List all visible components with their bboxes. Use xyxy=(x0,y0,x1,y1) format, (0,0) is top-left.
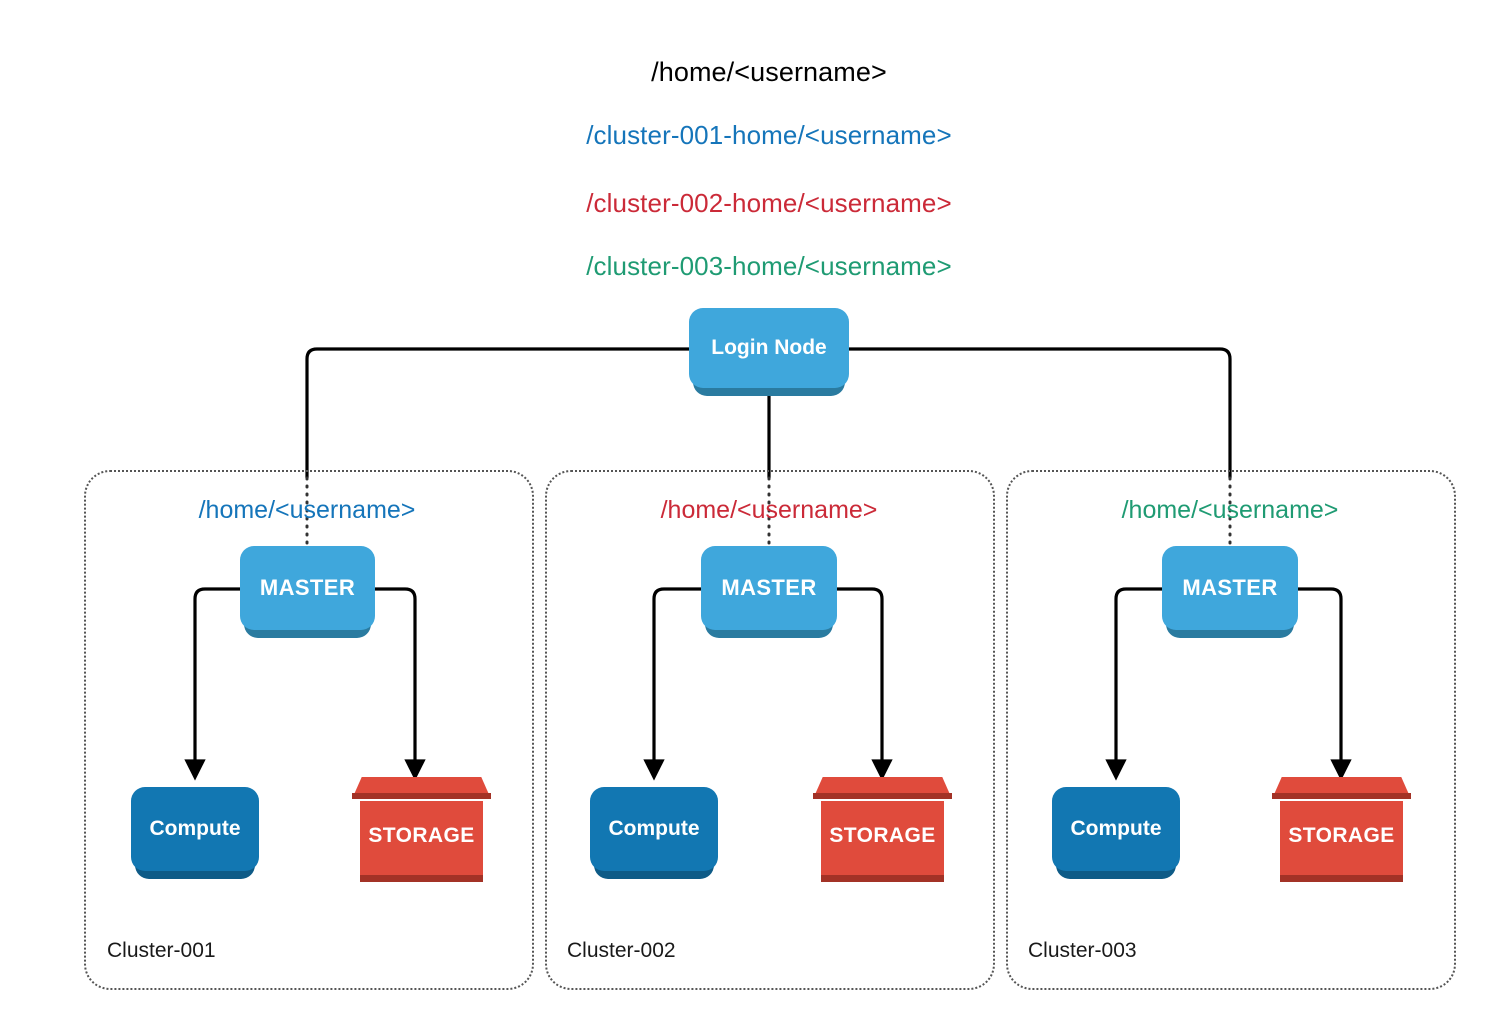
master-node-label: MASTER xyxy=(1182,574,1278,600)
cluster-box-003[interactable] xyxy=(1006,470,1456,990)
cluster-003-master-node[interactable]: MASTER xyxy=(1162,546,1298,638)
wire-login-to-cluster-001 xyxy=(305,347,689,478)
compute-node-label: Compute xyxy=(149,817,241,841)
cluster-003-home-label: /home/<username> xyxy=(1121,496,1339,524)
storage-body: STORAGE xyxy=(1280,801,1403,882)
compute-node-label: Compute xyxy=(1070,817,1162,841)
cluster-003-compute-node[interactable]: Compute xyxy=(1052,787,1180,879)
cluster-002-name: Cluster-002 xyxy=(567,939,676,962)
cluster-003-name: Cluster-003 xyxy=(1028,939,1137,962)
path-label-cluster-003: /cluster-003-home/<username> xyxy=(586,251,952,281)
compute-node-face: Compute xyxy=(1052,787,1180,871)
login-node[interactable]: Login Node xyxy=(689,308,849,396)
cluster-002-compute-node[interactable]: Compute xyxy=(590,787,718,879)
storage-node-label: STORAGE xyxy=(1288,824,1395,847)
login-node-face: Login Node xyxy=(689,308,849,388)
cluster-001-storage-node[interactable]: STORAGE xyxy=(352,777,491,882)
storage-node-label: STORAGE xyxy=(368,824,475,847)
cluster-002-master-node[interactable]: MASTER xyxy=(701,546,837,638)
storage-node-label: STORAGE xyxy=(829,824,936,847)
master-node-face: MASTER xyxy=(240,546,375,630)
path-label-root: /home/<username> xyxy=(651,57,887,87)
storage-lid xyxy=(813,777,952,799)
cluster-003-storage-node[interactable]: STORAGE xyxy=(1272,777,1411,882)
cluster-002-storage-node[interactable]: STORAGE xyxy=(813,777,952,882)
storage-lid-shadow xyxy=(813,793,952,799)
cluster-001-compute-node[interactable]: Compute xyxy=(131,787,259,879)
storage-lid xyxy=(352,777,491,799)
compute-node-face: Compute xyxy=(590,787,718,871)
storage-body: STORAGE xyxy=(821,801,944,882)
cluster-001-home-label: /home/<username> xyxy=(198,496,416,524)
storage-lid xyxy=(1272,777,1411,799)
master-node-label: MASTER xyxy=(259,574,356,600)
wire-login-to-cluster-003 xyxy=(849,347,1232,478)
cluster-box-002[interactable] xyxy=(545,470,995,990)
master-node-face: MASTER xyxy=(1162,546,1298,630)
cluster-box-001[interactable] xyxy=(84,470,534,990)
login-node-label: Login Node xyxy=(711,336,827,360)
master-node-face: MASTER xyxy=(701,546,837,630)
cluster-001-name: Cluster-001 xyxy=(107,939,216,962)
cluster-002-home-label: /home/<username> xyxy=(660,496,878,524)
cluster-001-master-node[interactable]: MASTER xyxy=(240,546,375,638)
master-node-label: MASTER xyxy=(721,574,817,600)
compute-node-label: Compute xyxy=(608,817,700,841)
storage-lid-shadow xyxy=(352,793,491,799)
path-label-cluster-002: /cluster-002-home/<username> xyxy=(586,188,952,218)
storage-lid-shadow xyxy=(1272,793,1411,799)
compute-node-face: Compute xyxy=(131,787,259,871)
path-label-cluster-001: /cluster-001-home/<username> xyxy=(586,120,952,150)
storage-body: STORAGE xyxy=(360,801,483,882)
